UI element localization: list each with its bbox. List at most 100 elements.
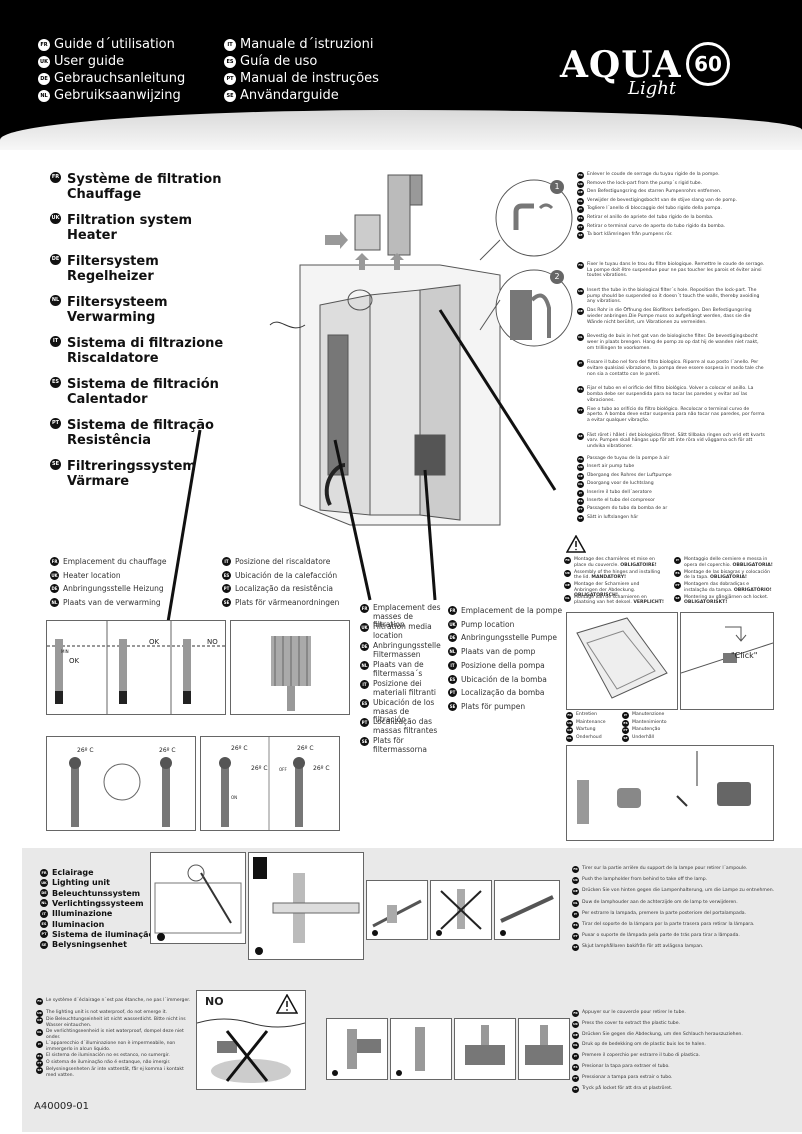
language-code-badge: SE (222, 597, 231, 607)
language-code-badge: NL (38, 89, 50, 102)
instruction-text: Fijar el tubo en el orificio del filtro … (587, 386, 754, 403)
language-code-badge: PT (577, 223, 584, 231)
section-title-text: Sistema di filtrazione Riscaldatore (67, 336, 224, 366)
language-code-badge: ES (577, 215, 584, 222)
cover-panel-2 (390, 1018, 452, 1080)
maintenance-text: Underhåll (632, 734, 655, 740)
language-code-badge: PT (36, 1060, 43, 1067)
mandatory-text: Montage der Scharniere und Anbringen der… (574, 582, 640, 593)
language-code-badge: PT (572, 1074, 579, 1082)
lamp-instruction-text: Tirar del soporte de la lámpara por la p… (582, 922, 755, 927)
waterproof-text: L´apparecchio d´illuminazione non è impe… (46, 1041, 176, 1052)
maintenance-text: Mantenimiento (632, 719, 667, 725)
language-code-badge: ES (448, 674, 457, 684)
instruction-text: Insert the tube in the biological filter… (587, 288, 760, 305)
language-code-badge: DE (50, 584, 59, 593)
instruction-text: Fäst röret i hålet i det biologiska filt… (587, 432, 765, 449)
maintenance-text: Manutenção (632, 727, 661, 732)
temp-label-3: 26º C (231, 745, 248, 752)
lighting-title-text: Belysningsenhet (52, 940, 127, 950)
language-code-badge: SE (360, 737, 369, 746)
temp-label-5: 26º C (297, 745, 314, 752)
language-code-badge: UK (564, 569, 571, 577)
language-code-badge: UK (577, 464, 584, 472)
mandatory-flag: OBLIGATORISKT! (684, 600, 728, 606)
language-code-badge: SE (572, 944, 579, 952)
language-code-badge: ES (572, 1064, 579, 1071)
lamp-instruction-text: Push the lampholder from behind to take … (582, 877, 708, 883)
instruction-text: Togliere l´anello di bloccaggio del tubo… (587, 206, 722, 212)
instruction-text: Verwijder de bevestigingsbocht van de st… (587, 197, 738, 203)
lighting-title-text: Sistema de iluminação (52, 929, 154, 939)
language-code-badge: FR (577, 456, 584, 463)
language-code-badge: UK (360, 623, 369, 632)
location-text: Localização da bomba (461, 688, 545, 698)
language-code-badge: NL (577, 334, 584, 342)
lamp-panel-3 (366, 880, 428, 940)
instruction-text: Passage de tuyau de la pompe à air (587, 456, 670, 461)
mandatory-text-wrap: Assembly of the hinges and installing th… (574, 570, 664, 581)
language-code-badge: DE (564, 582, 571, 589)
maintenance-text: Manutenzione (632, 712, 665, 717)
logo-size-badge: 60 (686, 42, 730, 86)
language-code-badge: SE (577, 514, 584, 522)
language-code-badge: SE (577, 232, 584, 240)
language-code-badge: IT (577, 360, 584, 368)
language-code-badge: UK (577, 288, 584, 295)
language-code-badge: FR (572, 866, 579, 873)
location-text: Heater location (63, 570, 121, 580)
filter-media-text: Emplacement des masses de filtration (373, 603, 441, 630)
lamp-instruction-text: Puxar o suporte de lâmpada pela parte de… (582, 933, 740, 939)
language-code-badge: DE (50, 254, 61, 265)
section-title-text: Sistema de filtração Resistência (67, 418, 214, 448)
language-code-badge: PT (448, 688, 457, 698)
language-code-badge: DE (38, 72, 50, 85)
warning-triangle-icon-2 (276, 994, 298, 1014)
language-code-badge: PT (622, 727, 629, 734)
lamp-panel-4 (430, 880, 492, 940)
warning-triangle-icon (566, 535, 586, 553)
maintenance-panel (566, 745, 774, 841)
cover-instruction-text: Druk op de bedekking om de plastic buis … (582, 1042, 706, 1048)
instruction-text: Insert air pump tube (587, 464, 635, 470)
instruction-text: Inserte el tubo del compresor (587, 498, 655, 503)
filter-media-text: Posizione dei materiali filtranti (373, 679, 436, 697)
language-code-badge: NL (50, 295, 61, 306)
instruction-text: Bevestig de buis in het gat van de biolo… (587, 334, 759, 351)
off-label: OFF (279, 767, 287, 772)
location-label: DE Anbringungsstelle Heizung (50, 584, 164, 593)
language-code-badge: IT (36, 1041, 43, 1048)
location-text: Anbringungsstelle Heizung (63, 584, 164, 593)
thermostat-panel-1: 26º C 26º C (46, 736, 196, 831)
language-code-badge: SE (448, 701, 457, 711)
mandatory-flag: OBBLIGATORIA! (732, 562, 773, 568)
language-code-badge: ES (36, 1053, 43, 1060)
language-code-badge: ES (674, 569, 681, 577)
location-text: Emplacement de la pompe (461, 606, 563, 615)
